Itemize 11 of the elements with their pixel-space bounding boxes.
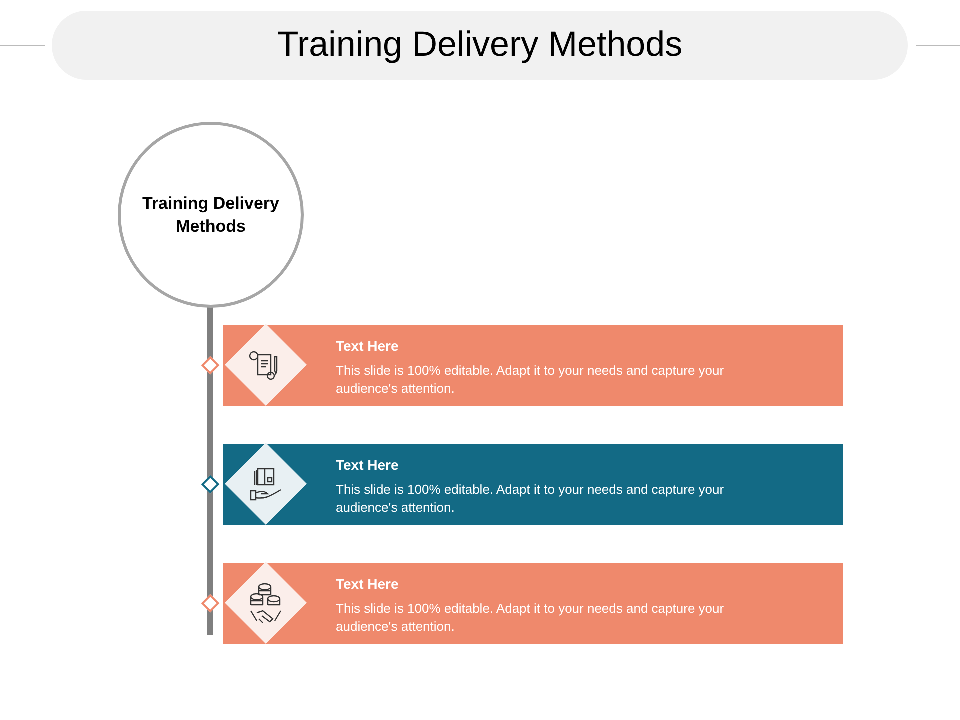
content-band: [223, 444, 843, 525]
circle-label: Training Delivery Methods: [142, 193, 280, 238]
band-heading: Text Here: [336, 337, 399, 356]
content-band: [223, 325, 843, 406]
band-heading: Text Here: [336, 575, 399, 594]
title: Training Delivery Methods: [277, 24, 683, 66]
band-description: This slide is 100% editable. Adapt it to your needs and capture your audience's attention.: [336, 600, 726, 636]
content-band: [223, 563, 843, 644]
band-heading: Text Here: [336, 456, 399, 475]
band-description: This slide is 100% editable. Adapt it to your needs and capture your audience's attention.: [336, 481, 726, 517]
band-description: This slide is 100% editable. Adapt it to your needs and capture your audience's attention.: [336, 362, 726, 398]
